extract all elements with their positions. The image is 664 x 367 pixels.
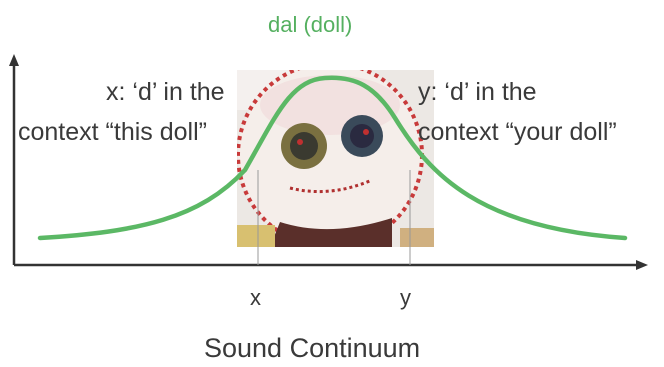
x-annotation-line1: x: ‘d’ in the bbox=[106, 78, 225, 106]
tick-label-x: x bbox=[250, 285, 261, 310]
y-axis-arrow-icon bbox=[9, 54, 19, 66]
x-annotation-line2: context “this doll” bbox=[18, 118, 207, 146]
y-annotation-line2: context “your doll” bbox=[418, 118, 617, 146]
y-annotation-line1: y: ‘d’ in the bbox=[418, 78, 537, 106]
axes bbox=[9, 54, 648, 270]
x-axis-arrow-icon bbox=[636, 260, 648, 270]
tick-label-y: y bbox=[400, 285, 411, 310]
doll-face-photo-icon bbox=[237, 70, 434, 247]
bell-curve bbox=[37, 75, 628, 241]
curve-label: dal (doll) bbox=[268, 12, 353, 37]
axis-label: Sound Continuum bbox=[204, 333, 421, 363]
